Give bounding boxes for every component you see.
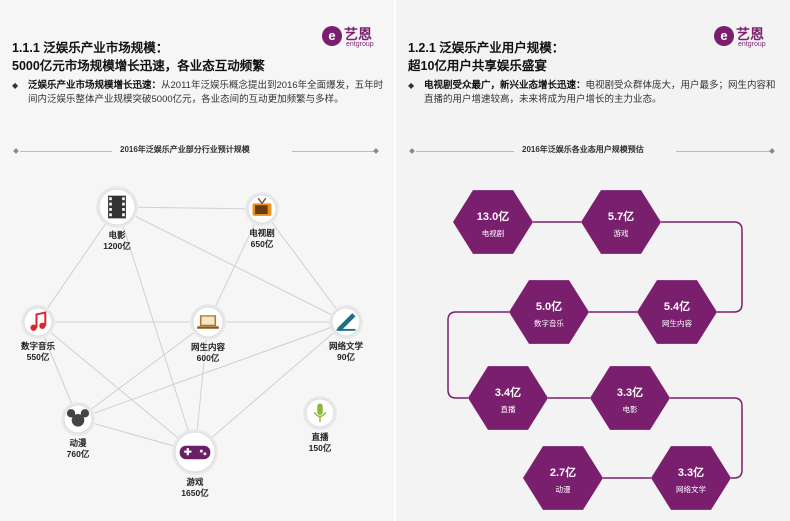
entgroup-logo: e 艺恩 entgroup bbox=[322, 24, 392, 50]
hex-value: 5.0亿 bbox=[536, 299, 562, 313]
left-title-line2: 5000亿元市场规模增长迅速，各业态互动频繁 bbox=[12, 59, 265, 73]
panel-divider bbox=[394, 0, 396, 521]
node-name: 动漫 bbox=[69, 438, 87, 448]
node-value: 600亿 bbox=[197, 353, 220, 363]
hex-value: 5.4亿 bbox=[664, 299, 690, 313]
left-panel: 1.1.1 泛娱乐产业市场规模： 5000亿元市场规模增长迅速，各业态互动频繁 … bbox=[0, 0, 394, 521]
logo-mark: e bbox=[322, 26, 342, 46]
connection-line bbox=[261, 208, 347, 323]
hex-value: 3.3亿 bbox=[617, 385, 643, 399]
connection-line bbox=[116, 206, 196, 453]
hex-name: 电影 bbox=[623, 404, 638, 414]
diamond-bullet-icon: ◆ bbox=[12, 81, 19, 90]
node-name: 网生内容 bbox=[191, 342, 226, 352]
left-desc-text: 从2011年泛娱乐概念提出到2016年全面爆发，五年时间内泛娱乐整体产业规模突破… bbox=[28, 80, 384, 105]
logo-text-cn: 艺恩 bbox=[344, 26, 372, 42]
logo-text-cn: 艺恩 bbox=[736, 26, 764, 42]
right-description: ◆ 电视剧受众最广，新兴业态增长迅速：电视剧受众群体庞大，用户最多；网生内容和直… bbox=[408, 79, 780, 107]
gamepad-icon bbox=[179, 445, 211, 460]
hex-name: 网生内容 bbox=[662, 318, 692, 328]
node-value: 150亿 bbox=[309, 443, 332, 453]
right-desc-text: 电视剧受众群体庞大，用户最多；网生内容和直播的用户增速较高，未来将成为用户增长的… bbox=[424, 80, 776, 105]
right-title-line2: 超10亿用户共享娱乐盛宴 bbox=[408, 59, 547, 73]
left-chart-title-text: 2016年泛娱乐产业部分行业预计规模 bbox=[120, 145, 250, 154]
connection-line bbox=[207, 208, 263, 323]
hex-name: 直播 bbox=[501, 404, 516, 414]
entgroup-logo: e 艺恩 entgroup bbox=[714, 24, 784, 50]
flow-connector bbox=[447, 221, 743, 479]
hex-value: 13.0亿 bbox=[477, 209, 509, 223]
node-value: 650亿 bbox=[251, 239, 274, 249]
connection-line bbox=[194, 321, 347, 453]
node-name: 游戏 bbox=[186, 477, 204, 487]
hex-name: 动漫 bbox=[556, 484, 571, 494]
industry-network-diagram: 电影1200亿电视剧650亿数字音乐550亿网生内容600亿网络文学90亿动漫7… bbox=[21, 186, 364, 498]
connection-line bbox=[37, 321, 196, 453]
connection-line bbox=[37, 206, 118, 323]
diamond-bullet-icon: ◆ bbox=[408, 81, 415, 90]
right-desc-bold: 电视剧受众最广，新兴业态增长迅速： bbox=[424, 80, 586, 91]
left-description: ◆ 泛娱乐产业市场规模增长迅速：从2011年泛娱乐概念提出到2016年全面爆发，… bbox=[12, 79, 384, 107]
hex-value: 3.4亿 bbox=[495, 385, 521, 399]
hex-value: 5.7亿 bbox=[608, 209, 634, 223]
connection-line bbox=[116, 206, 263, 210]
hex-name: 电视剧 bbox=[482, 228, 505, 238]
connection-lines bbox=[37, 206, 347, 453]
connection-line bbox=[116, 206, 347, 323]
node-value: 90亿 bbox=[337, 352, 355, 362]
logo-mark: e bbox=[714, 26, 734, 46]
right-chart-title-text: 2016年泛娱乐各业态用户规模预估 bbox=[522, 145, 644, 154]
node-value: 1200亿 bbox=[103, 241, 131, 251]
mouse-ears-icon bbox=[66, 409, 90, 427]
node-name: 电影 bbox=[108, 230, 126, 240]
left-desc-bold: 泛娱乐产业市场规模增长迅速： bbox=[28, 80, 162, 91]
connection-line bbox=[77, 321, 209, 420]
node-value: 760亿 bbox=[67, 449, 90, 459]
tv-icon bbox=[252, 197, 272, 216]
music-note-icon bbox=[30, 311, 47, 331]
film-icon bbox=[108, 195, 126, 219]
laptop-icon bbox=[197, 315, 219, 329]
logo-text-en: entgroup bbox=[738, 41, 766, 48]
microphone-icon bbox=[313, 403, 327, 422]
hex-name: 游戏 bbox=[614, 228, 629, 238]
connection-line bbox=[77, 321, 347, 420]
node-name: 网络文学 bbox=[329, 341, 364, 351]
node-name: 数字音乐 bbox=[21, 341, 56, 351]
pen-icon bbox=[336, 313, 356, 332]
connection-line bbox=[37, 321, 79, 420]
right-panel: 1.2.1 泛娱乐产业用户规模： 超10亿用户共享娱乐盛宴 e 艺恩 entgr… bbox=[396, 0, 790, 521]
logo-text-en: entgroup bbox=[346, 41, 374, 48]
hex-value: 3.3亿 bbox=[678, 465, 704, 479]
right-title-line1: 1.2.1 泛娱乐产业用户规模： bbox=[408, 41, 565, 55]
hex-name: 数字音乐 bbox=[534, 318, 564, 328]
node-value: 550亿 bbox=[27, 352, 50, 362]
left-chart-title: 2016年泛娱乐产业部分行业预计规模 bbox=[13, 144, 380, 158]
node-value: 1650亿 bbox=[181, 488, 209, 498]
hex-value: 2.7亿 bbox=[550, 465, 576, 479]
node-name: 电视剧 bbox=[249, 228, 275, 238]
hex-name: 网络文学 bbox=[676, 484, 706, 494]
right-chart-title: 2016年泛娱乐各业态用户规模预估 bbox=[409, 144, 776, 158]
node-name: 直播 bbox=[311, 432, 329, 442]
left-title-line1: 1.1.1 泛娱乐产业市场规模： bbox=[12, 41, 169, 55]
